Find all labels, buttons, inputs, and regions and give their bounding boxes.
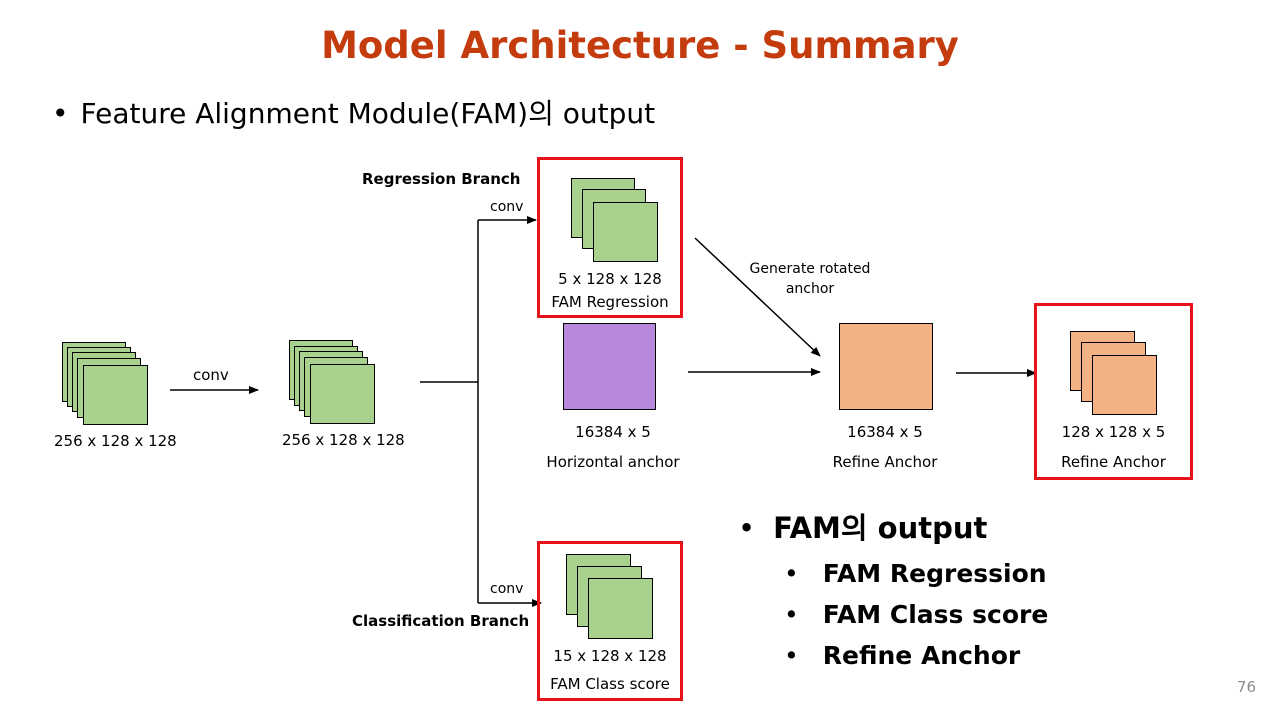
- conv1-label: conv: [193, 366, 229, 384]
- output-heading-text: FAM의 output: [773, 511, 988, 545]
- feature-dims-label: 256 x 128 x 128: [282, 431, 405, 449]
- output-summary-list: • FAM의 output • FAM Regression • FAM Class …: [738, 505, 1048, 670]
- page-number: 76: [1236, 678, 1256, 696]
- refine-name-label: Refine Anchor: [832, 453, 938, 471]
- classification-conv-label: conv: [490, 581, 524, 597]
- bullet-dot: •: [738, 511, 756, 545]
- feature-map-layer: [593, 202, 658, 262]
- output-heading: • FAM의 output: [738, 505, 1048, 547]
- regression-name-label: FAM Regression: [551, 293, 669, 311]
- feature-map-layer: [588, 578, 653, 639]
- generate-anchor-label-line1: Generate rotated: [749, 261, 871, 277]
- output-item-text: FAM Regression: [822, 559, 1047, 588]
- refine-anchor-block: [839, 323, 933, 410]
- regression-conv-label: conv: [490, 199, 524, 215]
- classification-dims-label: 15 x 128 x 128: [553, 647, 667, 665]
- bullet-dot: •: [784, 600, 799, 629]
- feature-map-layer: [1092, 355, 1157, 415]
- refine-output-dims-label: 128 x 128 x 5: [1061, 423, 1166, 441]
- refine-output-name-label: Refine Anchor: [1061, 453, 1166, 471]
- bullet-dot: •: [784, 559, 799, 588]
- refine-dims-label: 16384 x 5: [847, 423, 923, 441]
- output-item: • FAM Regression: [784, 559, 1048, 588]
- horizontal-name-label: Horizontal anchor: [546, 453, 680, 471]
- classification-name-label: FAM Class score: [550, 675, 670, 693]
- regression-dims-label: 5 x 128 x 128: [558, 270, 662, 288]
- feature-map-layer: [83, 365, 148, 425]
- regression-branch-label: Regression Branch: [362, 170, 521, 188]
- intro-bullet: • Feature Alignment Module(FAM)의 output: [52, 92, 655, 132]
- bullet-dot: •: [52, 97, 69, 130]
- output-item-text: Refine Anchor: [822, 641, 1021, 670]
- arrow-generate: [694, 237, 821, 357]
- horizontal-dims-label: 16384 x 5: [575, 423, 651, 441]
- output-item: • FAM Class score: [784, 600, 1048, 629]
- classification-highlight-box: [537, 541, 683, 701]
- output-item-text: FAM Class score: [822, 600, 1049, 629]
- intro-bullet-text: Feature Alignment Module(FAM)의 output: [80, 97, 656, 130]
- classification-branch-label: Classification Branch: [352, 612, 530, 630]
- input-dims-label: 256 x 128 x 128: [54, 432, 177, 450]
- horizontal-anchor-block: [563, 323, 656, 410]
- generate-anchor-label-line2: anchor: [785, 281, 835, 297]
- slide-title: Model Architecture - Summary: [321, 24, 959, 67]
- output-item: • Refine Anchor: [784, 641, 1048, 670]
- feature-map-layer: [310, 364, 375, 424]
- bullet-dot: •: [784, 641, 799, 670]
- regression-highlight-box: [537, 157, 683, 318]
- refine-output-highlight-box: [1034, 303, 1193, 480]
